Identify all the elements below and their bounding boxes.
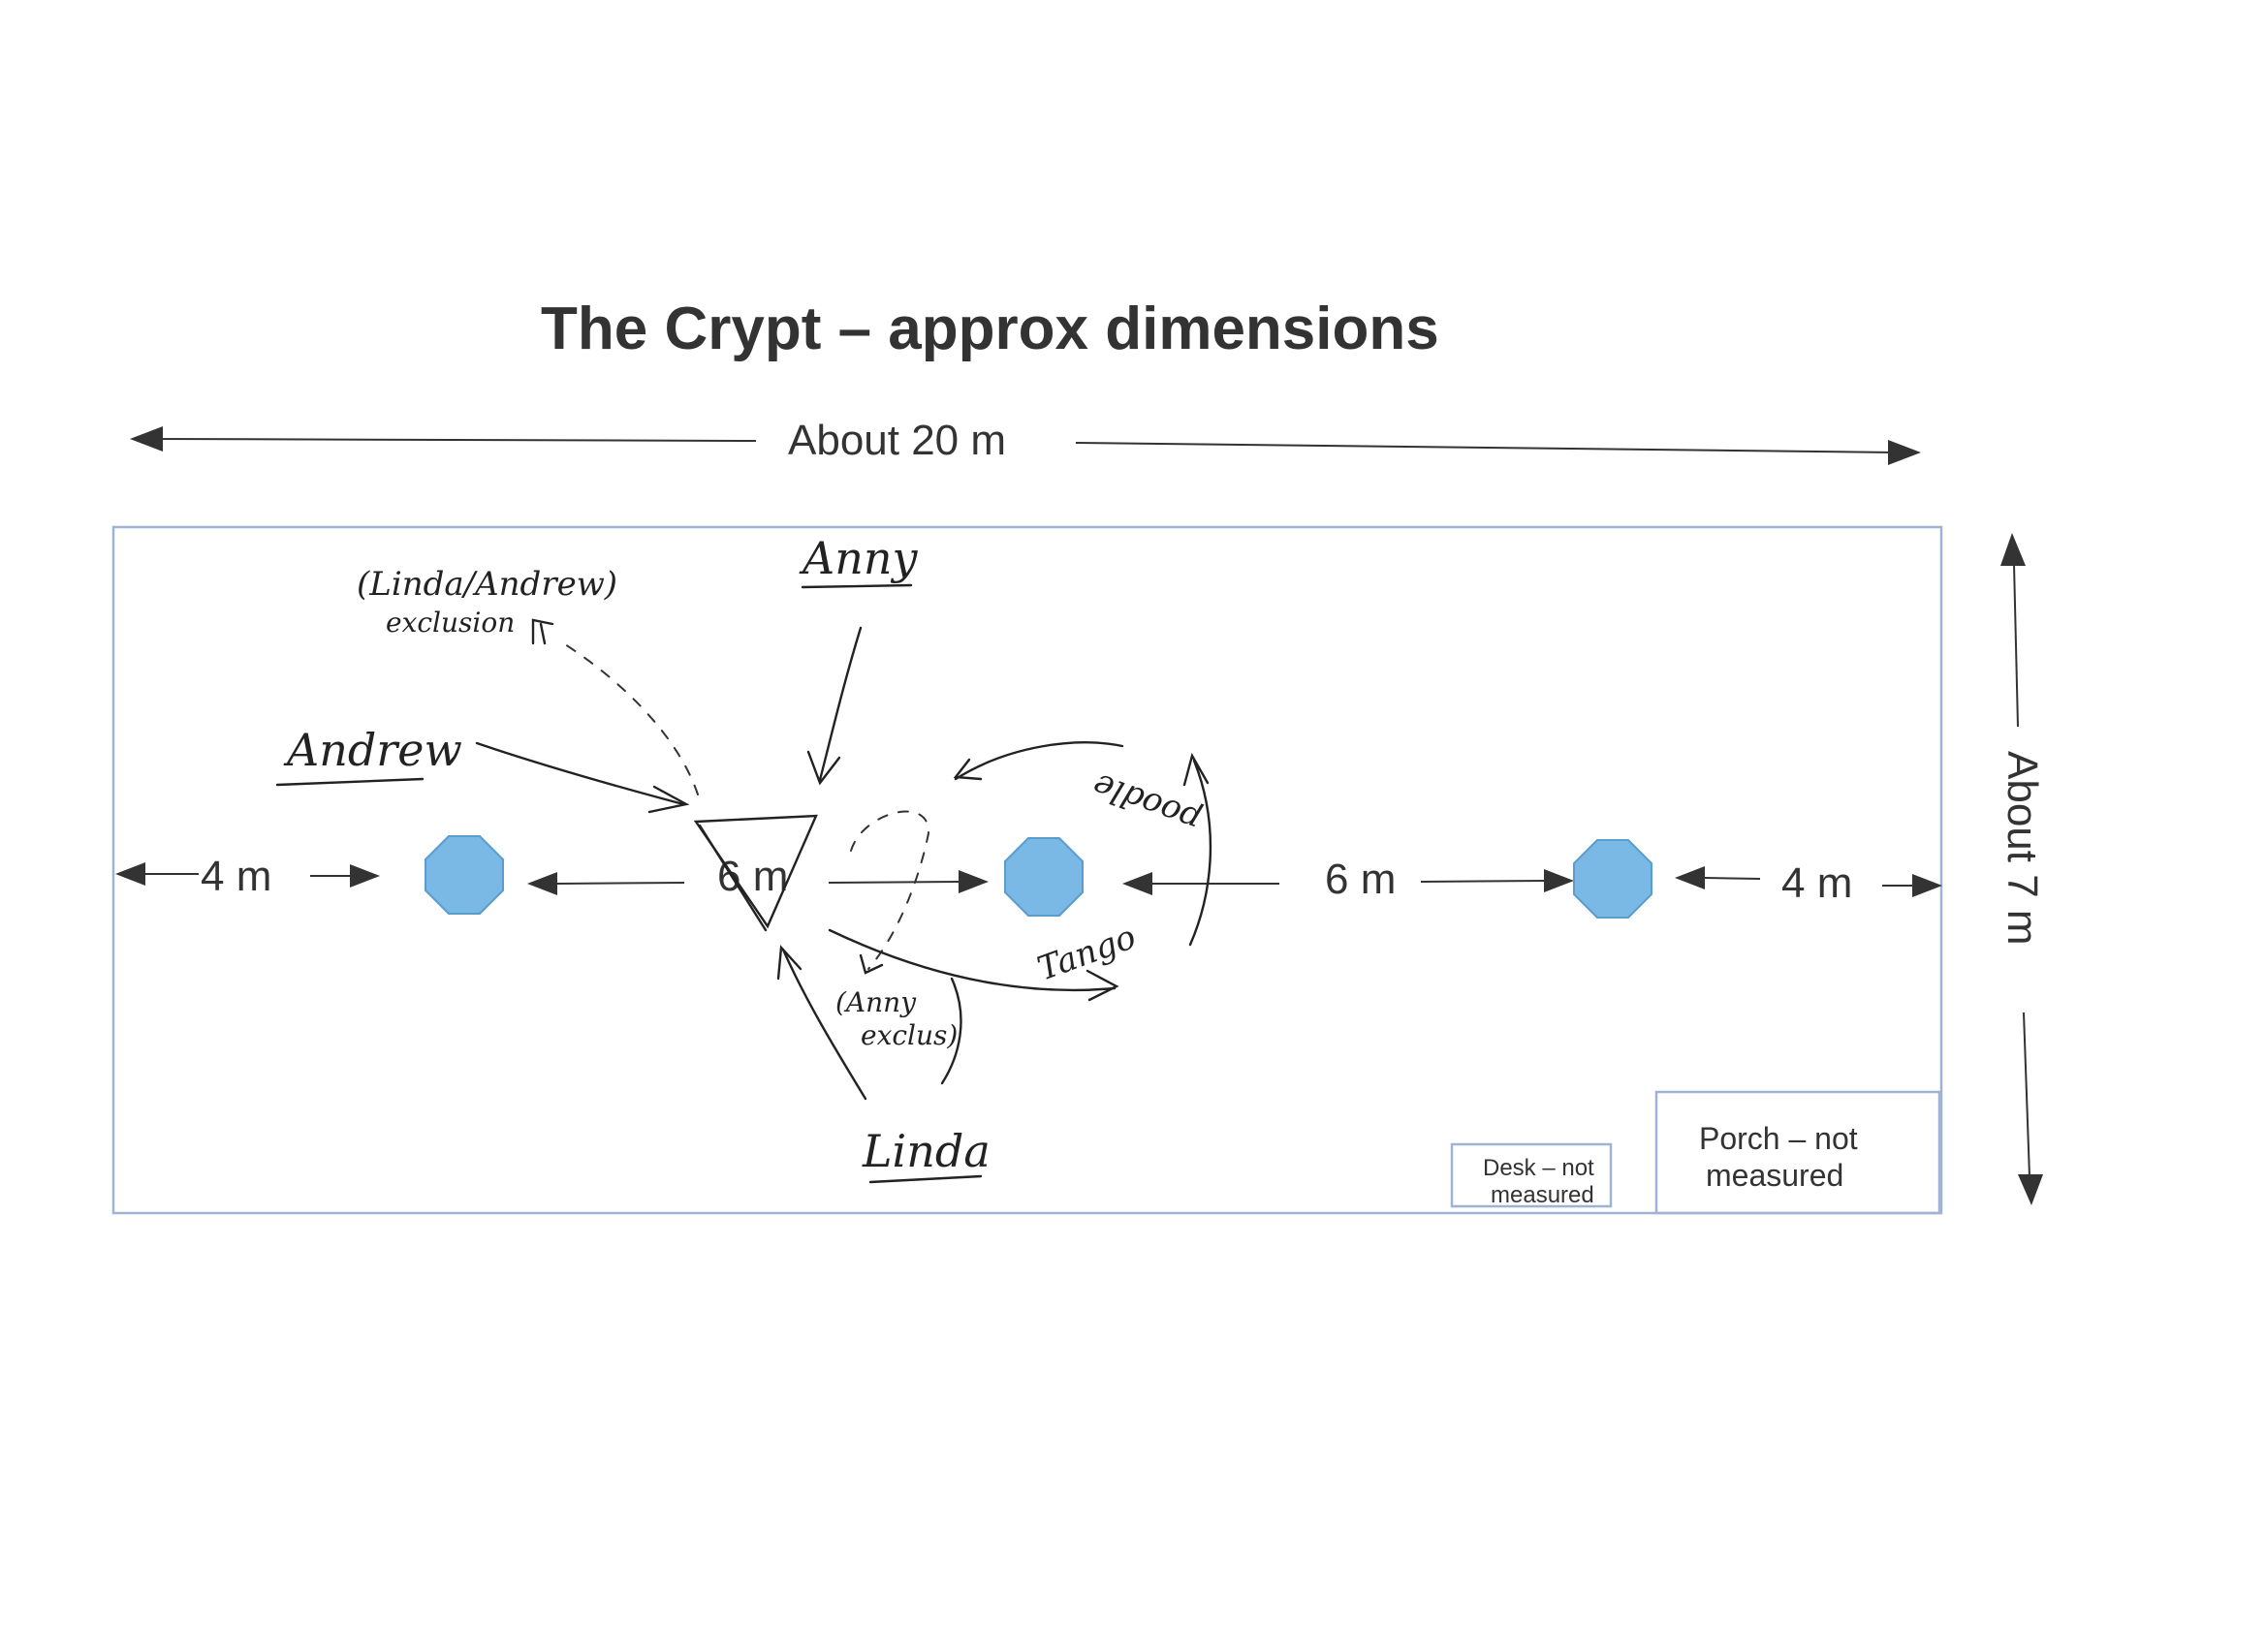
anny-exclusion-line1: (Anny bbox=[835, 986, 917, 1018]
porch-label-line1: Porch – not bbox=[1699, 1121, 1858, 1156]
segment-arrows bbox=[115, 862, 1942, 897]
porch-label-line2: measured bbox=[1706, 1158, 1843, 1193]
exclusion-note-line2: exclusion bbox=[386, 607, 515, 639]
pillar-3-octagon-icon bbox=[1573, 839, 1652, 919]
desk-box bbox=[1450, 1142, 1613, 1208]
handwritten-arrows bbox=[475, 618, 1212, 1101]
anny-label: Anny bbox=[799, 532, 918, 584]
position-triangle-icon bbox=[693, 814, 818, 932]
diagram-title: The Crypt – approx dimensions bbox=[541, 296, 1439, 362]
width-label: About 7 m bbox=[1998, 751, 2046, 946]
desk-label-line1: Desk – not bbox=[1483, 1155, 1594, 1181]
segment-label-3: 6 m bbox=[1325, 856, 1396, 903]
linda-label: Linda bbox=[862, 1125, 991, 1177]
room-outline bbox=[111, 525, 1943, 1215]
tango-label: Tango bbox=[1032, 918, 1141, 988]
andrew-label: Andrew bbox=[283, 724, 462, 776]
pillar-1-octagon-icon bbox=[425, 835, 504, 915]
length-dimension-arrow bbox=[130, 426, 1921, 465]
anny-exclusion-line2: exclus) bbox=[861, 1019, 958, 1051]
pillar-2-octagon-icon bbox=[1004, 837, 1084, 917]
width-dimension-arrow bbox=[2000, 533, 2043, 1205]
length-label: About 20 m bbox=[788, 417, 1006, 464]
segment-label-2: 6 m bbox=[717, 853, 788, 900]
segment-label-1: 4 m bbox=[201, 853, 271, 900]
poodle-label: poodle bbox=[1087, 765, 1206, 840]
porch-box bbox=[1654, 1090, 1941, 1215]
segment-label-4: 4 m bbox=[1781, 859, 1852, 907]
desk-label-line2: measured bbox=[1491, 1182, 1594, 1208]
exclusion-note-line1: (Linda/Andrew) bbox=[357, 565, 617, 604]
